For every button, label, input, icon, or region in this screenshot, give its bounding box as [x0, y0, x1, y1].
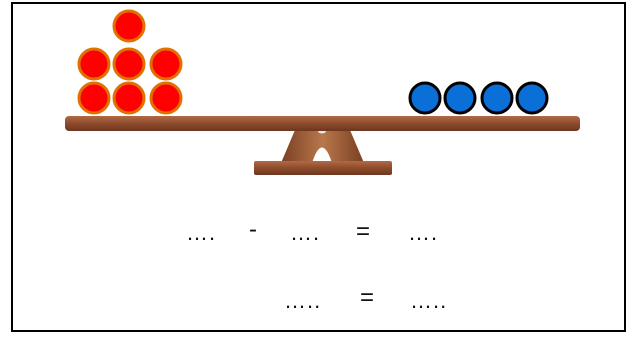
red-ball-icon	[79, 49, 109, 79]
equation1-minus-sign: -	[249, 218, 257, 242]
equation2-blank-a[interactable]: …..	[284, 290, 321, 312]
equation1-blank-c[interactable]: ….	[408, 222, 438, 244]
red-ball-icon	[79, 83, 109, 113]
blue-ball-icon	[445, 83, 475, 113]
right-ball-group	[410, 83, 547, 113]
blue-ball-icon	[410, 83, 440, 113]
red-ball-icon	[114, 83, 144, 113]
seesaw-scene	[0, 0, 637, 200]
red-ball-icon	[151, 49, 181, 79]
red-ball-icon	[151, 83, 181, 113]
equation1-blank-a[interactable]: ….	[186, 222, 216, 244]
red-ball-icon	[114, 49, 144, 79]
red-ball-icon	[114, 11, 144, 41]
seesaw-beam	[65, 116, 580, 131]
blue-ball-icon	[517, 83, 547, 113]
equation2-blank-b[interactable]: …..	[410, 290, 447, 312]
equation1-equals-sign: =	[356, 220, 370, 244]
equation1-blank-b[interactable]: ….	[290, 222, 320, 244]
equation2-equals-sign: =	[360, 286, 374, 310]
blue-ball-icon	[482, 83, 512, 113]
left-ball-group	[79, 11, 181, 113]
